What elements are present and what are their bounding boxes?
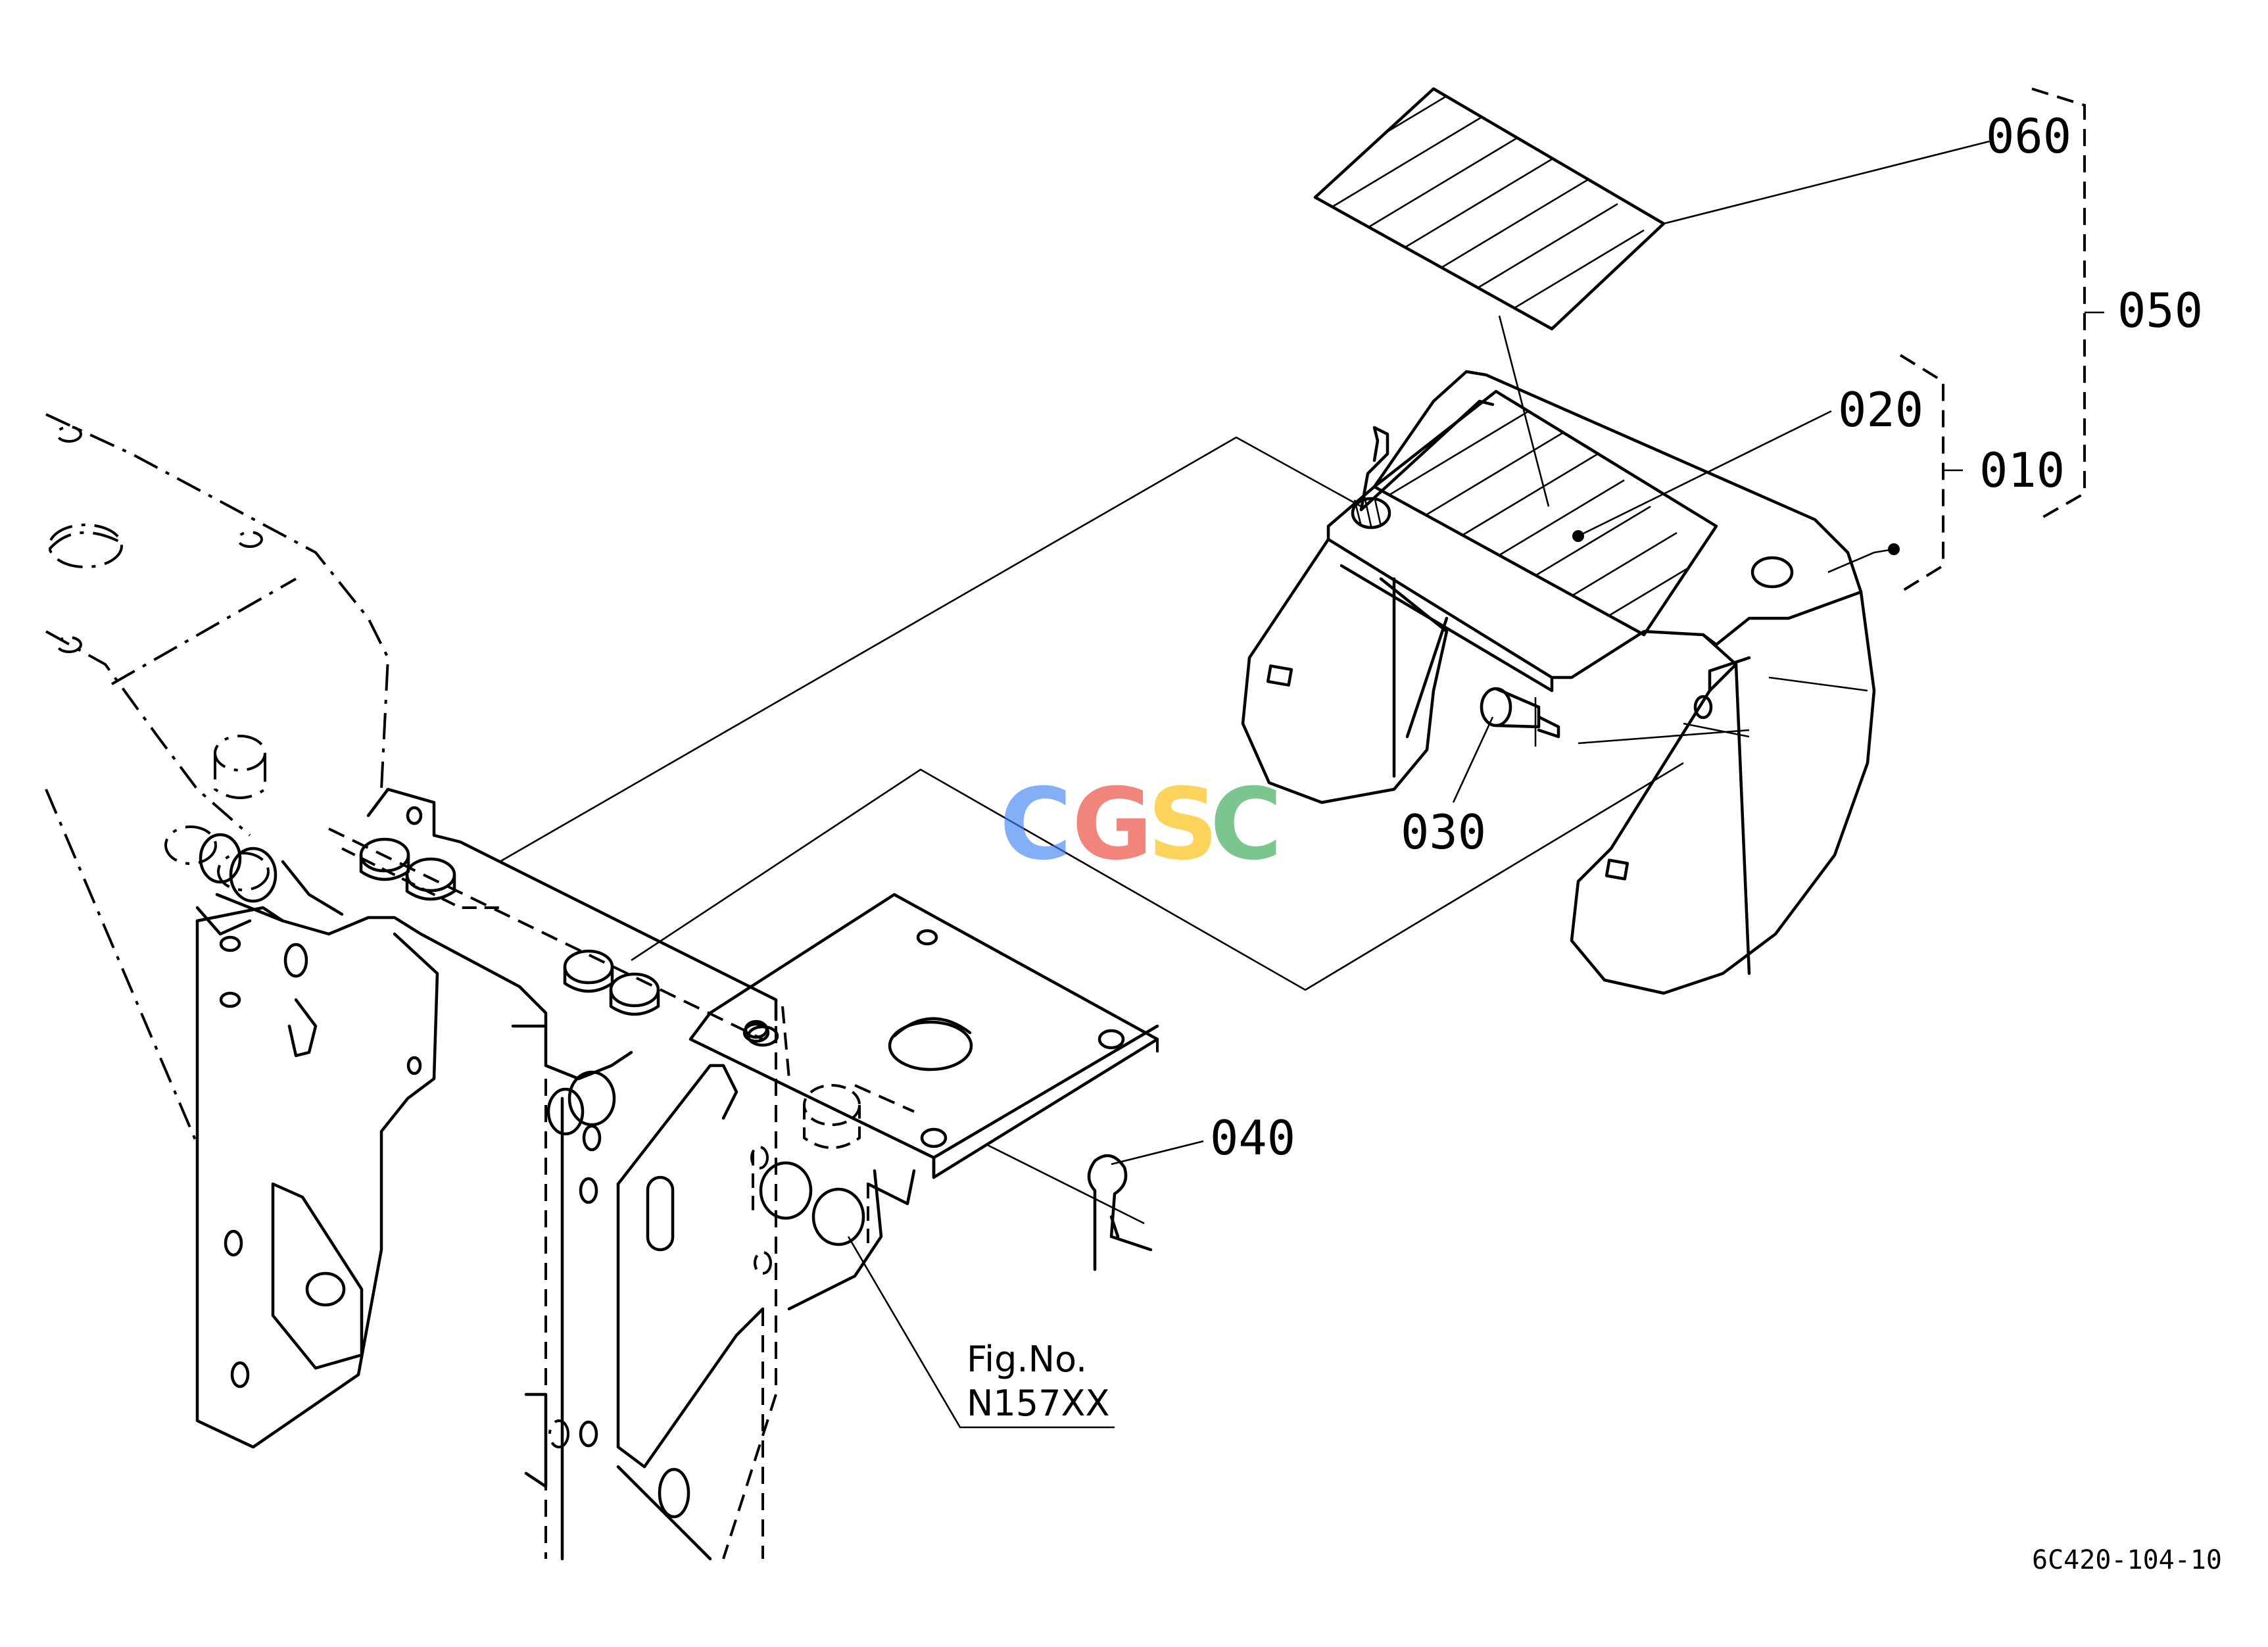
step-bracket-010 xyxy=(1241,370,1876,995)
callout-010: 010 xyxy=(1979,443,2065,498)
watermark-letter: S xyxy=(1147,768,1218,882)
drawing-code: 6C420-104-10 xyxy=(2032,1545,2222,1575)
mounting-plate xyxy=(688,893,1159,1179)
step-mat-060 xyxy=(1313,87,1666,331)
cotter-pin-040 xyxy=(986,1143,1153,1271)
figure-ref-number: N157XX xyxy=(967,1383,1109,1424)
pin-030 xyxy=(1480,687,1560,747)
tractor-frame-phantom xyxy=(45,413,916,1561)
callout-020: 020 xyxy=(1838,382,1923,437)
leader-lines xyxy=(847,140,1990,1429)
callout-050: 050 xyxy=(2117,283,2203,338)
watermark-logo: C G S C xyxy=(1000,768,1282,882)
callout-060: 060 xyxy=(1986,109,2071,164)
figure-ref-label: Fig.No. xyxy=(967,1339,1087,1380)
assembly-guide-lines xyxy=(499,436,1750,991)
watermark-letter: C xyxy=(1000,768,1072,882)
watermark-letter: G xyxy=(1072,768,1153,882)
callout-030: 030 xyxy=(1401,804,1486,860)
callout-040: 040 xyxy=(1210,1110,1295,1166)
watermark-letter: C xyxy=(1210,768,1282,882)
assembly-brackets xyxy=(1899,87,2104,593)
callout-labels: 060 050 020 010 030 040 Fig.No. N157XX 6… xyxy=(967,109,2222,1575)
